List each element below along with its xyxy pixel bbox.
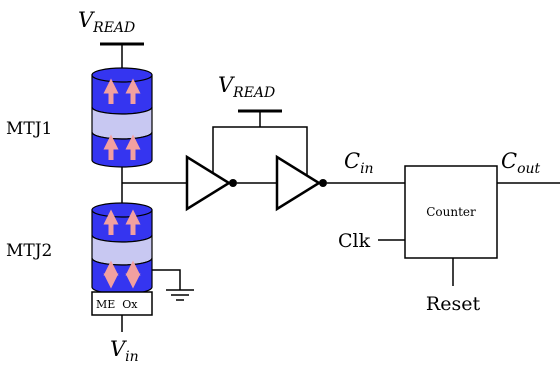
inverter-2	[275, 154, 327, 212]
mtj1-label: MTJ1	[6, 119, 52, 139]
cin-label: Cin	[344, 149, 374, 177]
vread-buffer-label: VREAD	[218, 73, 275, 101]
vread-buffer-terminal	[212, 109, 308, 183]
me-oxide-label: ME Ox	[96, 298, 138, 311]
mtj2-free-layer-arrows	[103, 209, 141, 235]
mtj1-fixed-layer-arrows	[103, 134, 141, 160]
counter-label: Counter	[426, 205, 476, 219]
mtj1-device	[91, 67, 153, 168]
mtj2-bidirectional-arrows	[103, 260, 141, 289]
vread-top-label: VREAD	[78, 8, 135, 36]
clk-label: Clk	[338, 230, 371, 252]
mtj2-label: MTJ2	[6, 241, 52, 261]
mtj2-device	[91, 202, 153, 295]
vin-label: Vin	[110, 337, 139, 365]
cout-label: Cout	[501, 149, 541, 177]
mtj1-free-layer-arrows	[103, 78, 141, 104]
inverter-1	[185, 154, 237, 212]
counter-block	[404, 165, 498, 259]
reset-label: Reset	[426, 293, 481, 315]
vread-top-terminal	[100, 42, 144, 68]
ground-symbol	[152, 269, 194, 301]
